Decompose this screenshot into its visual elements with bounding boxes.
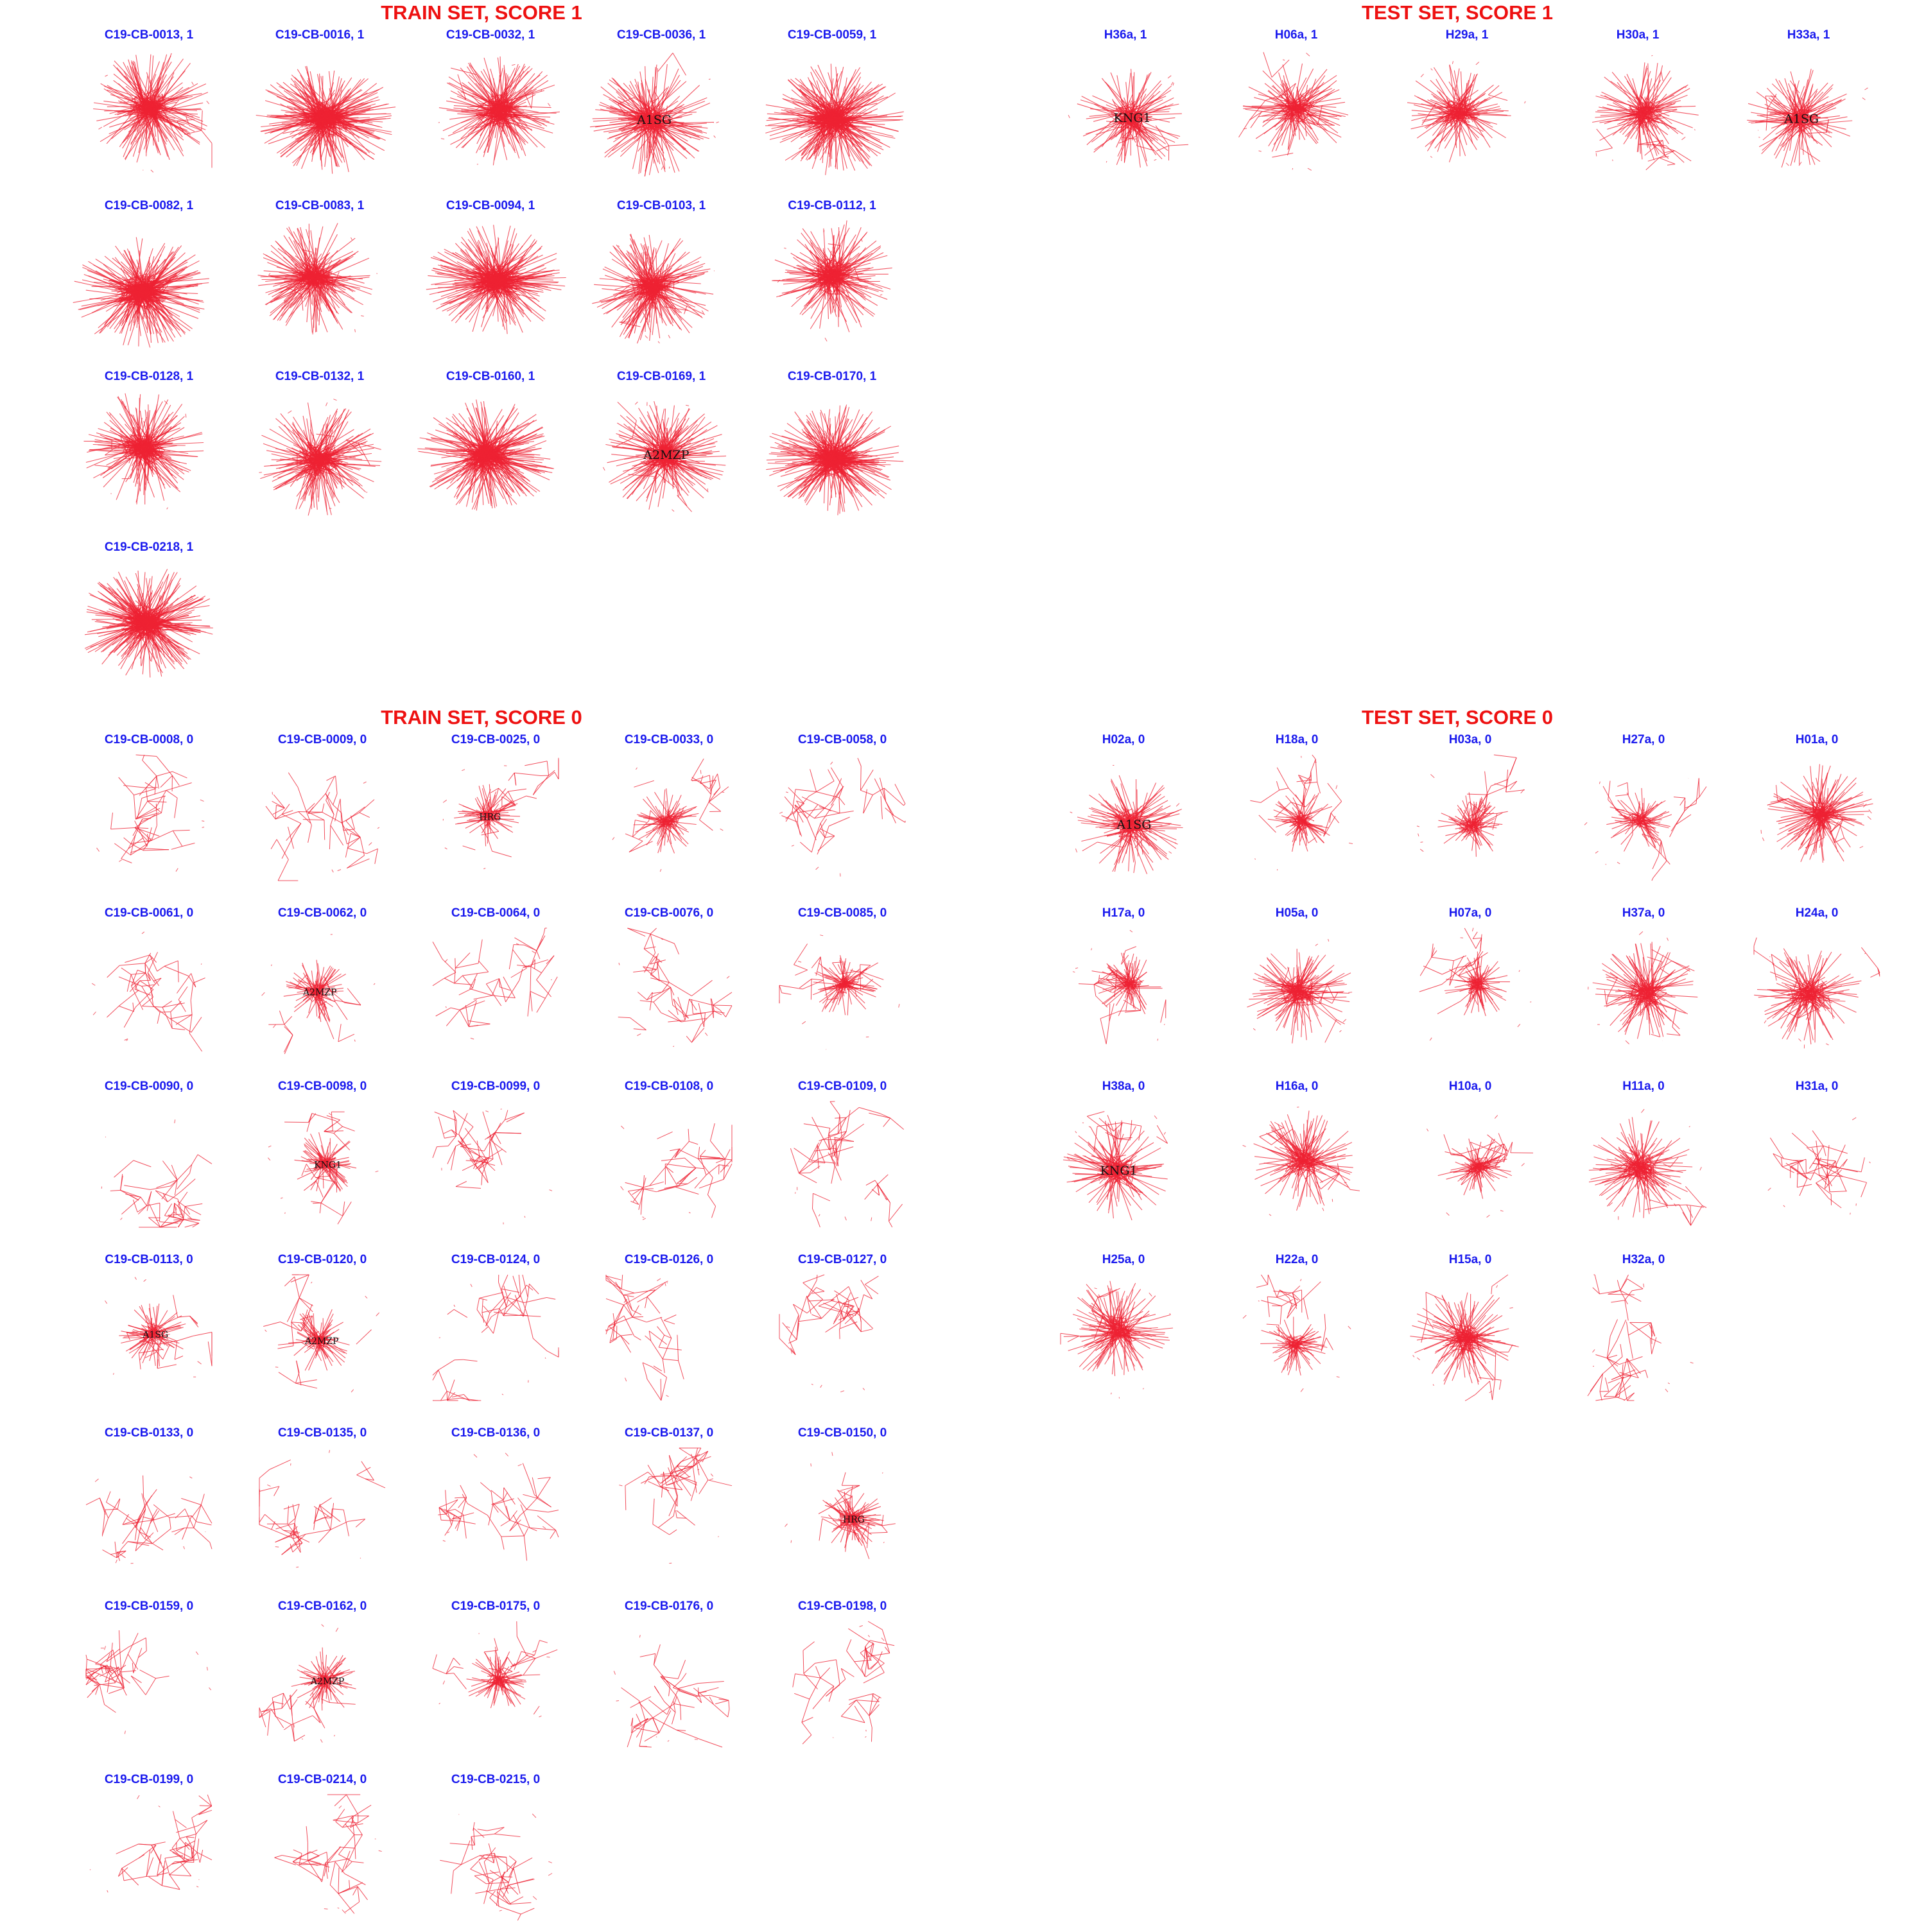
network-edge [314,135,317,136]
network-graph [768,49,896,177]
network-edge [716,122,719,123]
network-edge [505,452,506,454]
network-panel: C19-CB-0160, 1 [410,368,571,529]
network-edge [532,93,534,108]
network-edge [658,53,673,72]
network-panel: C19-CB-0103, 1 [581,198,742,358]
network-edge [862,239,863,242]
network-panel: C19-CB-0016, 1 [239,27,400,187]
network-graph [256,390,384,519]
network-edge [660,271,661,277]
network-edge [839,126,871,158]
test-score1-title: TEST SET, SCORE 1 [1297,0,1618,26]
network-edge [831,282,832,284]
network-panel: C19-CB-0059, 1 [752,27,912,187]
panel-sample-label: C19-CB-0094, 1 [410,198,571,214]
network-graph: A2MZP [597,390,725,519]
network-edge [139,104,140,107]
panel-sample-label: C19-CB-0128, 1 [69,368,229,385]
panel-sample-label: C19-CB-0132, 1 [239,368,400,385]
network-edge [202,130,212,143]
test-score0-title: TEST SET, SCORE 0 [1297,705,1618,730]
network-edge [661,166,663,169]
network-panel: C19-CB-0083, 1 [239,198,400,358]
network-edge [673,53,686,76]
panel-sample-label: C19-CB-0032, 1 [410,27,571,44]
panel-sample-label: C19-CB-0160, 1 [410,368,571,385]
network-edge [645,336,648,338]
network-graph [256,49,384,177]
network-graph [256,220,384,348]
network-graph: A1SG [597,49,725,177]
panel-sample-label: C19-CB-0013, 1 [69,27,229,44]
network-panel: C19-CB-0082, 1 [69,198,229,358]
network-edge [99,127,102,129]
network-edge [139,108,140,110]
network-graph [85,220,213,348]
network-edge [714,135,716,137]
network-edge [647,285,661,286]
network-edge [303,278,311,279]
network-edge [192,82,194,85]
network-panel: C19-CB-0036, 1 A1SG [581,27,742,187]
panel-sample-label: C19-CB-0083, 1 [239,198,400,214]
network-edge [495,285,496,288]
network-graph [426,390,555,519]
network-edge [709,79,711,80]
network-graph [426,49,555,177]
network-panel: C19-CB-0032, 1 [410,27,571,187]
hub-node-label: A1SG [636,113,672,127]
panel-sample-label: C19-CB-0016, 1 [239,27,400,44]
network-edge [269,273,270,275]
network-edge [355,329,356,332]
network-edge [167,508,168,510]
network-panel: C19-CB-0128, 1 [69,368,229,529]
network-panel: C19-CB-0132, 1 [239,368,400,529]
network-panel: C19-CB-0013, 1 [69,27,229,187]
train-score0-title: TRAIN SET, SCORE 0 [321,705,642,730]
network-edge [825,338,827,341]
network-graph [85,49,213,177]
network-panel: C19-CB-0094, 1 [410,198,571,358]
network-edge [333,399,336,401]
network-edge [512,64,515,65]
network-graph [768,220,896,348]
network-edge [351,237,352,240]
network-graph [85,390,213,519]
network-edge [829,294,842,295]
network-edge [94,465,110,467]
network-edge [105,75,108,76]
network-edge [207,101,209,104]
network-edge [548,103,550,107]
panel-sample-label: C19-CB-0112, 1 [752,198,912,214]
panel-sample-label: C19-CB-0082, 1 [69,198,229,214]
panel-sample-label: C19-CB-0059, 1 [752,27,912,44]
panel-sample-label: C19-CB-0103, 1 [581,198,742,214]
network-edge [151,170,153,173]
panel-sample-label: C19-CB-0036, 1 [581,27,742,44]
network-edge [668,335,670,338]
network-edge [713,122,714,123]
network-edge [326,402,327,406]
panel-sample-label: C19-CB-0169, 1 [581,368,742,385]
network-panel: C19-CB-0112, 1 [752,198,912,358]
network-graph [597,220,725,348]
network-panel: C19-CB-0169, 1 A2MZP [581,368,742,529]
train-score1-title: TRAIN SET, SCORE 1 [321,0,642,26]
network-graph [426,220,555,348]
network-edge [658,341,659,343]
network-edge [151,107,152,108]
network-edge [143,170,144,171]
network-edge [288,411,291,413]
